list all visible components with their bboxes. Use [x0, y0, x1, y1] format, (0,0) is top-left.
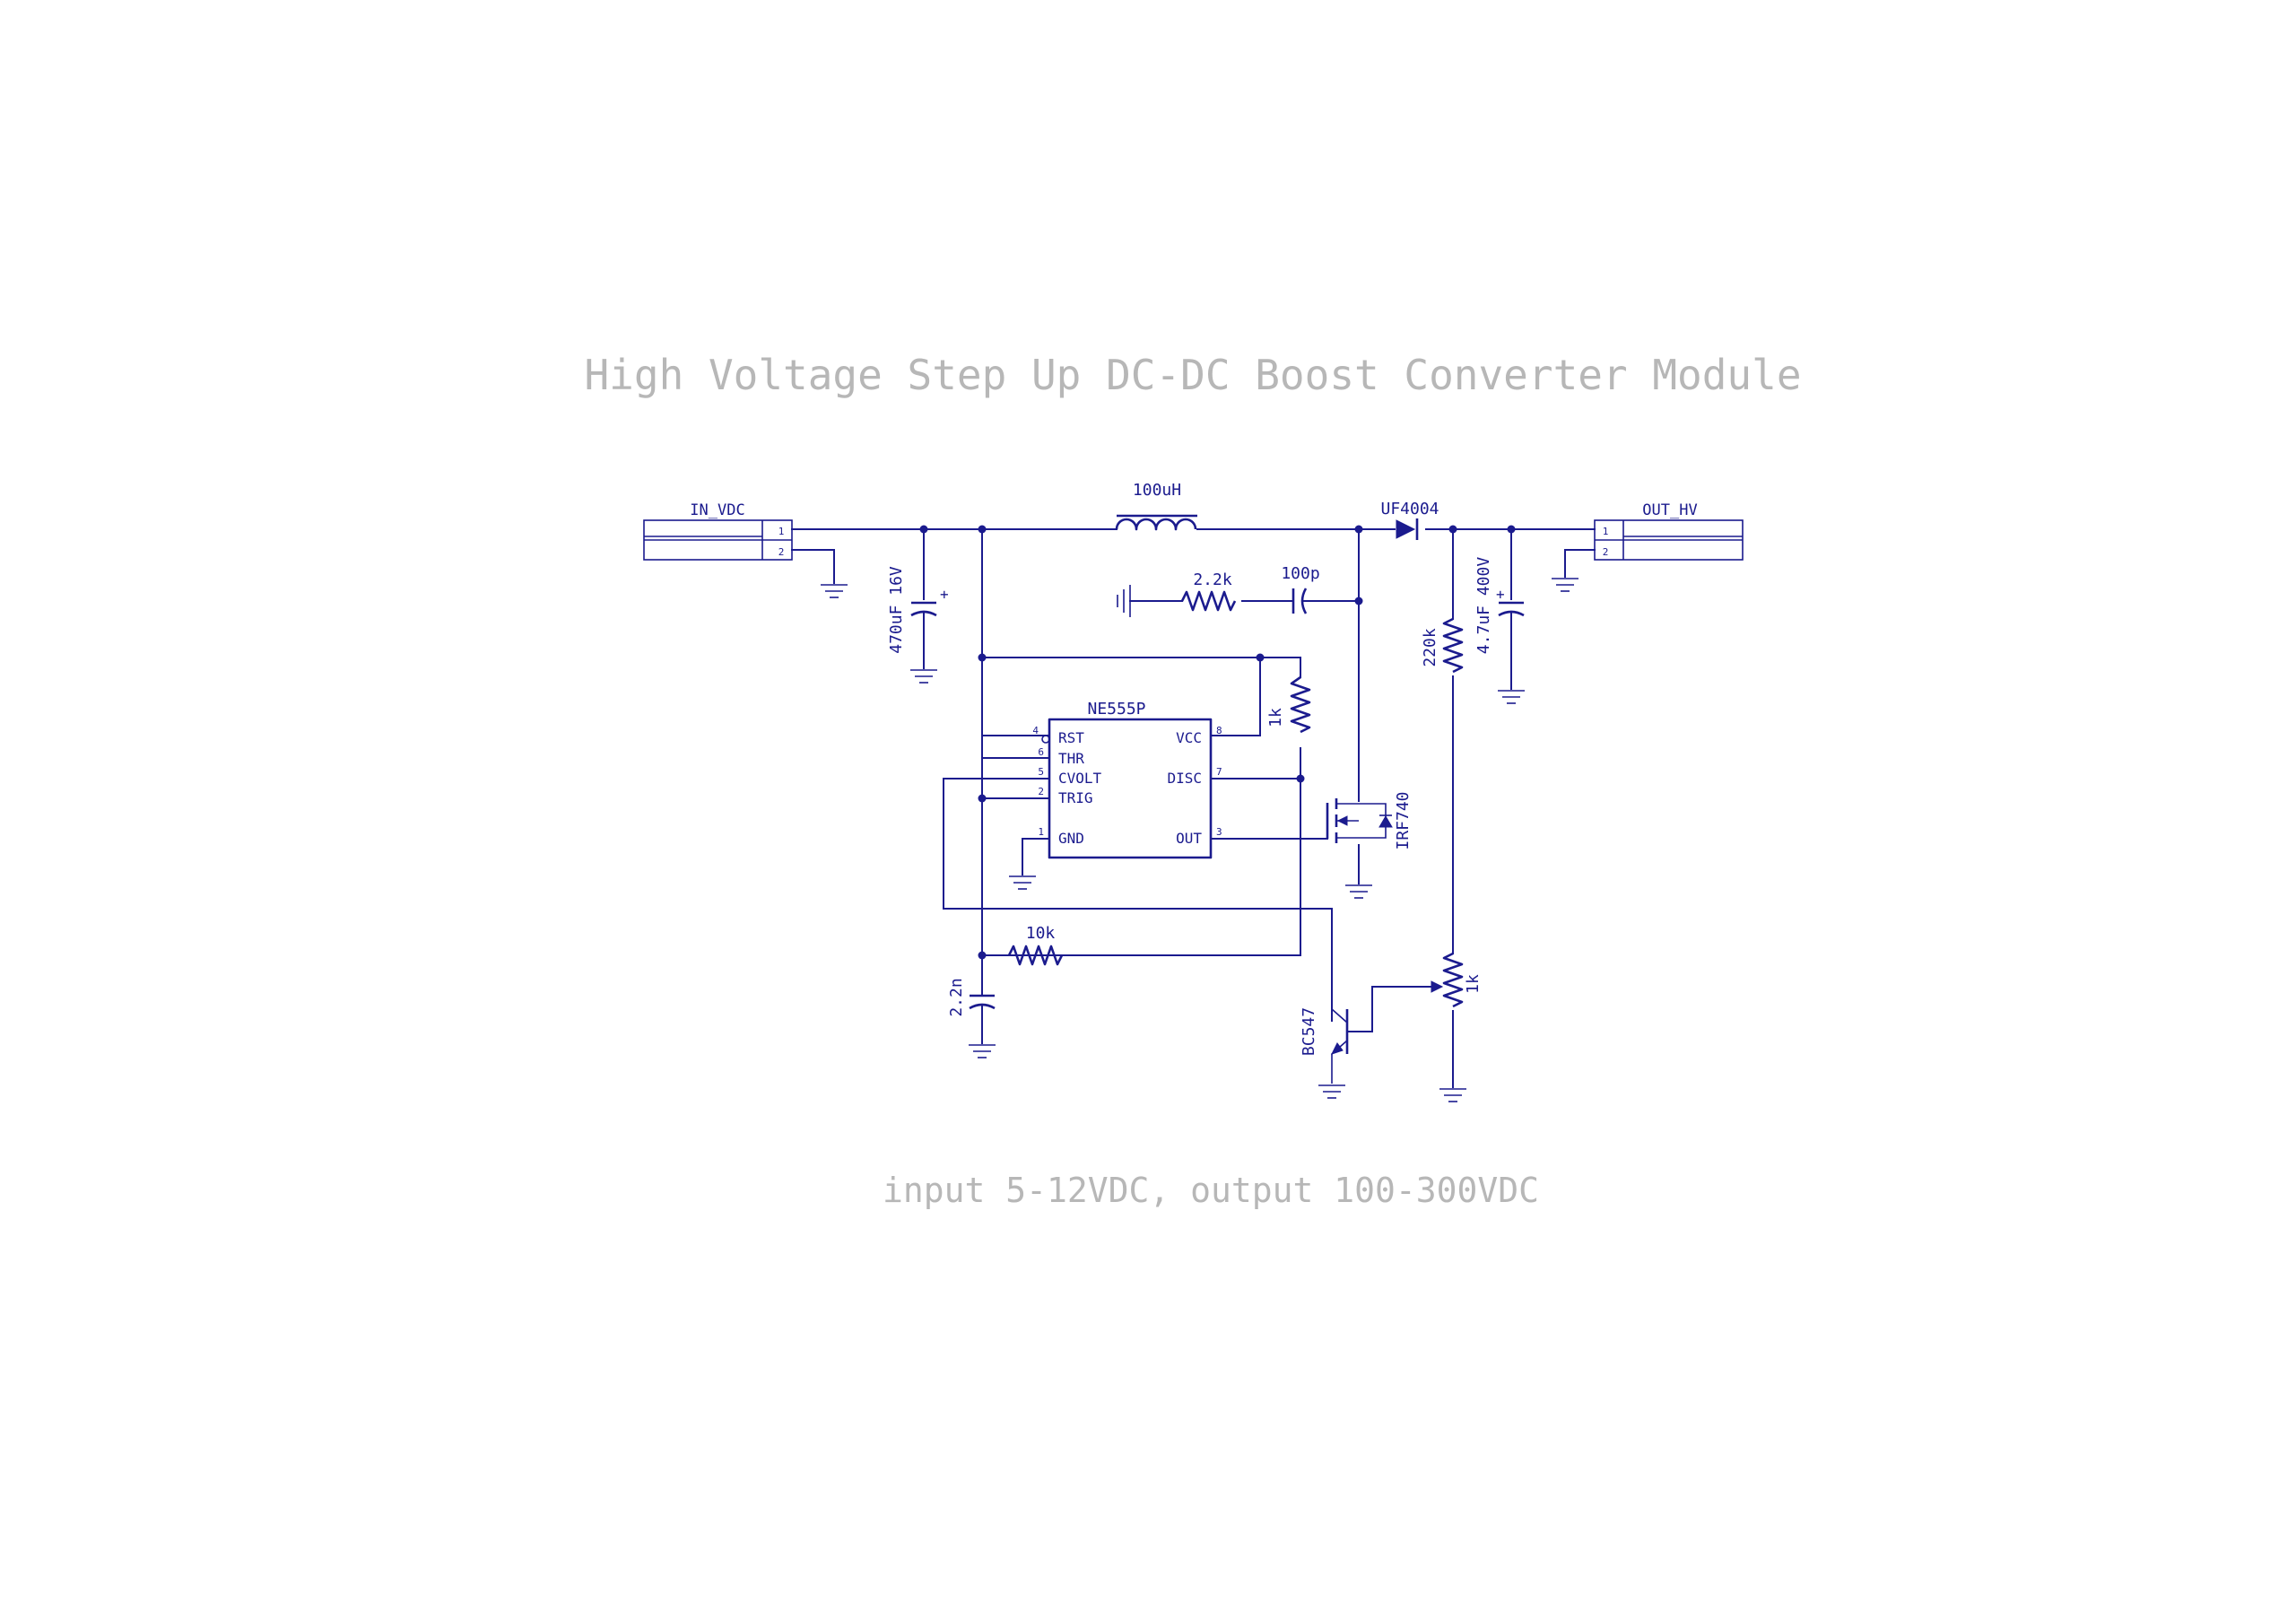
ne555-ic: NE555P RST THR CVOLT TRIG GND VCC DISC O… — [1032, 700, 1222, 859]
snubber-ground-icon — [1117, 585, 1131, 617]
pot-ground-icon — [1439, 1088, 1466, 1102]
ic-pin-wiring — [943, 735, 1333, 1022]
mosfet-ground-icon — [1345, 884, 1372, 899]
transistor-label: BC547 — [1300, 1007, 1318, 1056]
mosfet: IRF740 — [1326, 791, 1413, 850]
pinnum-disc: 7 — [1216, 766, 1222, 778]
diode-label: UF4004 — [1380, 500, 1439, 518]
pinnum-trig: 2 — [1038, 786, 1044, 797]
output-pin-2: 2 — [1603, 546, 1609, 558]
inductor-label: 100uH — [1133, 481, 1181, 500]
timing-capacitor-label: 2.2n — [947, 978, 966, 1016]
transistor: BC547 — [1300, 909, 1373, 1084]
ic-name: NE555P — [1087, 700, 1145, 719]
output-ground-icon — [1552, 578, 1578, 592]
schematic-subtitle: input 5-12VDC, output 100-300VDC — [883, 1171, 1539, 1210]
input-cap-ground-icon — [910, 669, 937, 684]
timing-resistor-label: 10k — [1026, 924, 1056, 943]
output-cap-ground-icon — [1498, 690, 1525, 704]
pin-gnd: GND — [1058, 830, 1084, 847]
pullup-resistor-label: 1k — [1266, 708, 1285, 727]
input-ground-icon — [821, 584, 848, 598]
pinnum-rst: 4 — [1032, 725, 1039, 736]
input-pin-2: 2 — [778, 546, 785, 558]
feedback-resistor-label: 220k — [1421, 628, 1439, 667]
mosfet-label: IRF740 — [1394, 791, 1413, 849]
pin-thr: THR — [1058, 750, 1084, 767]
potentiometer-label: 1k — [1464, 974, 1483, 994]
inductor: 100uH — [1115, 481, 1197, 531]
pin-disc: DISC — [1167, 770, 1202, 787]
pin-cvolt: CVOLT — [1058, 770, 1102, 787]
svg-text:+: + — [940, 586, 949, 603]
snubber-capacitor-label: 100p — [1281, 564, 1319, 583]
pinnum-gnd: 1 — [1038, 826, 1044, 838]
pin-trig: TRIG — [1058, 789, 1093, 806]
timing-resistor: 10k — [981, 924, 1301, 966]
input-pin-1: 1 — [778, 526, 785, 537]
timing-cap-ground-icon — [969, 1044, 996, 1058]
feedback-resistor: 220k — [1421, 528, 1464, 954]
diode: UF4004 — [1380, 500, 1439, 540]
snubber-resistor-label: 2.2k — [1193, 570, 1232, 589]
schematic-title: High Voltage Step Up DC-DC Boost Convert… — [584, 351, 1801, 399]
potentiometer: 1k — [1371, 952, 1483, 1088]
output-ground-wiring — [1564, 549, 1596, 578]
output-capacitor: + 4.7uF 400V — [1474, 528, 1525, 690]
svg-text:+: + — [1496, 586, 1505, 603]
input-connector-label: IN_VDC — [690, 501, 744, 519]
input-connector: IN_VDC 1 2 — [643, 501, 793, 561]
pinnum-thr: 6 — [1038, 746, 1044, 758]
output-capacitor-label: 4.7uF 400V — [1474, 557, 1493, 655]
pin-vcc: VCC — [1176, 729, 1202, 746]
pinnum-cvolt: 5 — [1038, 766, 1044, 778]
input-capacitor-label: 470uF 16V — [887, 566, 906, 654]
snubber-capacitor: 100p — [1281, 564, 1360, 614]
transistor-ground-icon — [1318, 1084, 1345, 1099]
pin-rst: RST — [1058, 729, 1084, 746]
input-capacitor: + 470uF 16V — [887, 528, 949, 669]
output-connector: OUT_HV 1 2 — [1594, 501, 1744, 561]
junctions — [919, 525, 1516, 960]
output-pin-1: 1 — [1603, 526, 1609, 537]
pin-out: OUT — [1176, 830, 1202, 847]
snubber-resistor: 2.2k — [1129, 570, 1292, 612]
pinnum-vcc: 8 — [1216, 725, 1222, 736]
ic-ground-icon — [1009, 875, 1036, 890]
timing-capacitor: 2.2n — [947, 978, 996, 1044]
output-connector-label: OUT_HV — [1642, 501, 1697, 519]
pinnum-out: 3 — [1216, 826, 1222, 838]
